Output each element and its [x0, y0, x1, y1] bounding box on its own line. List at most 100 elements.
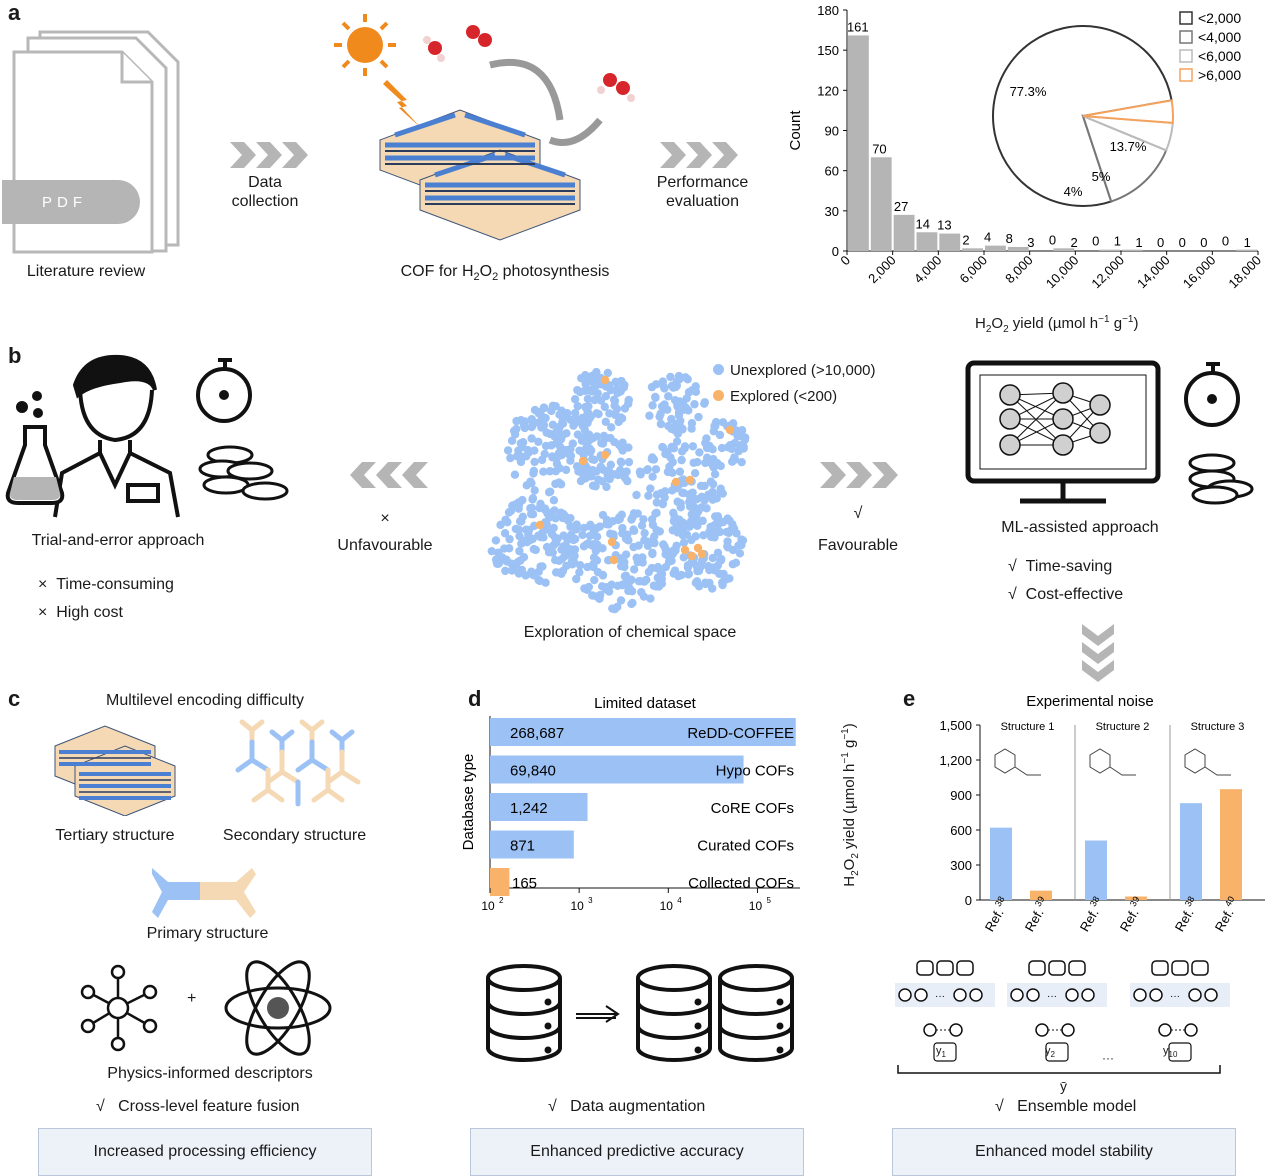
bar-data-label: 0: [1049, 232, 1056, 247]
unfavourable-label: Unfavourable: [337, 537, 433, 554]
x-tick-exponent: 4: [677, 896, 682, 905]
unexplored-point: [548, 452, 557, 461]
explored-point: [535, 520, 545, 530]
unexplored-point: [517, 565, 527, 575]
chevron-arrow-right-icon: [820, 462, 898, 488]
pie-slice: [1081, 114, 1168, 203]
unexplored-point: [660, 384, 669, 393]
y-tick-label: 0: [832, 244, 839, 259]
bar-category-label: Curated COFs: [697, 838, 794, 855]
database-bar: [490, 755, 744, 784]
unexplored-point: [691, 508, 700, 518]
ref-number: 38: [1088, 895, 1102, 909]
unexplored-point: [529, 466, 539, 476]
unexplored-point: [620, 529, 629, 539]
explored-point: [685, 475, 695, 485]
explored-point: [609, 555, 619, 565]
bar-value-label: 165: [512, 875, 537, 892]
unexplored-point: [709, 454, 718, 464]
unexplored-point: [613, 581, 622, 591]
unexplored-point: [610, 396, 620, 406]
unexplored-point: [677, 447, 687, 456]
hidden-node: [1081, 988, 1095, 1002]
oxygen-molecule-icon: [466, 25, 492, 47]
unexplored-point: [530, 486, 539, 495]
unexplored-point: [715, 430, 725, 440]
unexplored-point: [540, 504, 550, 513]
unexplored-point: [693, 457, 702, 467]
ensemble-label: √ Ensemble model: [995, 1098, 1137, 1115]
pie-value-label: 5%: [1092, 169, 1111, 184]
unexplored-point: [716, 554, 726, 564]
model-output-box: [1168, 1042, 1192, 1062]
x-tick-exponent: 2: [499, 896, 504, 905]
unexplored-point: [640, 528, 649, 538]
molecule-graph-icon: [80, 964, 158, 1052]
unexplored-point: [523, 445, 532, 455]
output-node: [1061, 1023, 1075, 1037]
input-node: [1068, 960, 1086, 976]
unexplored-point: [539, 533, 548, 542]
noise-ylabel: H2O2 yield (µmol h−1 g−1): [840, 723, 861, 887]
unexplored-point: [590, 395, 599, 405]
unexplored-point: [589, 553, 599, 562]
unexplored-point: [649, 532, 659, 541]
unexplored-point: [580, 584, 589, 593]
database-augmentation-icon: [486, 964, 794, 1062]
ensemble-model-diagram: ·········: [895, 960, 1230, 1074]
ensemble-average: ȳ: [1060, 1078, 1067, 1094]
unexplored-point: [658, 377, 668, 386]
ref-number: 40: [1223, 895, 1237, 909]
bar-data-label: 0: [1157, 235, 1164, 250]
unexplored-point: [601, 584, 610, 593]
molecule-structure-icon: [1184, 748, 1231, 776]
unexplored-point: [655, 578, 665, 587]
unexplored-point: [629, 542, 638, 552]
ref-label: Ref.: [1172, 906, 1197, 934]
panel-label-e: e: [903, 686, 916, 711]
unexplored-point: [677, 455, 686, 465]
unexplored-point: [715, 527, 725, 537]
unexplored-point: [645, 411, 654, 420]
output-node: [923, 1023, 937, 1037]
x-tick-label: 10: [660, 899, 674, 913]
unexplored-point: [540, 449, 549, 459]
unexplored-point: [595, 590, 605, 600]
unexplored-point: [557, 554, 567, 564]
legend-swatch: [1179, 49, 1193, 63]
unexplored-point: [656, 409, 665, 418]
hidden-node: [953, 988, 967, 1002]
unexplored-point: [735, 549, 745, 558]
unexplored-point: [629, 525, 638, 534]
legend-label: >6,000: [1198, 67, 1241, 83]
literature-review-label: Literature review: [26, 263, 146, 280]
unexplored-point: [651, 465, 661, 474]
unexplored-point: [529, 544, 539, 554]
unexplored-point: [566, 451, 576, 460]
unexplored-point: [669, 444, 679, 453]
pro-time-saving: √ Time-saving: [1008, 558, 1113, 575]
unexplored-point: [684, 406, 693, 415]
hidden-node: [1133, 988, 1147, 1002]
hidden-node: [1188, 988, 1202, 1002]
unexplored-point: [548, 507, 557, 517]
unexplored-point: [534, 567, 543, 576]
unexplored-point: [652, 490, 662, 499]
model-output-10: y10: [1163, 1045, 1178, 1060]
unexplored-point: [504, 508, 514, 517]
unexplored-point: [667, 424, 676, 434]
unexplored-point: [652, 563, 661, 573]
ref-label: Ref.: [1077, 906, 1102, 934]
ellipsis-models: ···: [1102, 1051, 1114, 1065]
unexplored-point: [534, 437, 543, 447]
y-tick-label: 90: [825, 124, 839, 139]
lightning-icon: [383, 80, 421, 128]
explored-point: [697, 549, 707, 559]
pdf-documents-icon: [2, 30, 180, 254]
unexplored-point: [639, 515, 648, 524]
y-tick-label: 120: [817, 83, 839, 98]
unexplored-point: [700, 398, 709, 407]
histogram-bar: [1053, 248, 1075, 251]
y-tick-label: 150: [817, 43, 839, 58]
